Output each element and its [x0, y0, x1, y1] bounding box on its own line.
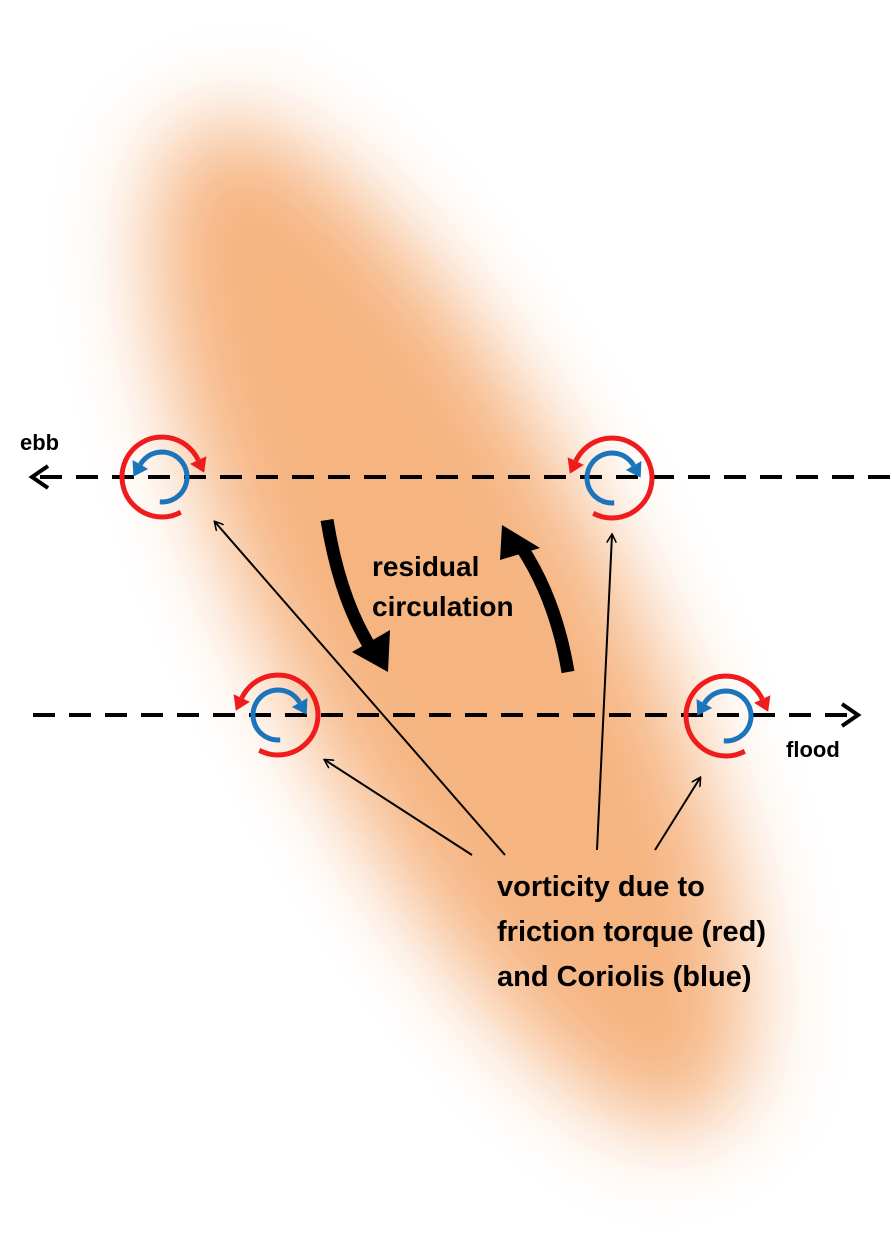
- residual-arrow-up: [516, 544, 575, 674]
- pointer-arrow-4: [654, 778, 700, 851]
- caption-line-2: friction torque (red): [497, 916, 767, 948]
- residual-arrowhead-up-icon: [500, 525, 540, 560]
- ebb-arrowhead-icon: [28, 464, 50, 490]
- residual-circulation-label: residual circulation: [372, 547, 514, 627]
- pointer-arrows: [215, 522, 700, 856]
- vorticity-markers: [119, 434, 771, 759]
- friction-vorticity-arc: [119, 434, 201, 520]
- caption-line-3: and Coriolis (blue): [497, 961, 752, 993]
- coriolis-vorticity-arc: [584, 450, 636, 506]
- residual-line-1: residual: [372, 551, 480, 582]
- caption-line-1: vorticity due to: [497, 871, 705, 903]
- coriolis-vorticity-arc: [702, 688, 754, 744]
- residual-circulation-arrows: [320, 518, 575, 674]
- coriolis-vorticity-arc-arrowhead-icon: [696, 699, 713, 716]
- friction-vorticity-arc: [573, 435, 655, 521]
- residual-arrowhead-down-icon: [352, 630, 390, 672]
- coriolis-vorticity-arc: [138, 449, 190, 505]
- flow-lines: [28, 464, 892, 728]
- coriolis-vorticity-arc: [250, 687, 302, 743]
- pointer-arrow-1: [215, 522, 506, 856]
- flood-arrowhead-icon: [840, 702, 862, 728]
- friction-vorticity-arc-arrowhead-icon: [567, 457, 584, 474]
- pointer-arrow-3: [596, 535, 612, 851]
- friction-vorticity-arc-arrowhead-icon: [190, 456, 207, 473]
- coriolis-vorticity-arc-arrowhead-icon: [132, 460, 149, 477]
- ebb-label: ebb: [20, 430, 60, 455]
- vortex-top-left: [119, 434, 207, 520]
- friction-vorticity-arc-arrowhead-icon: [233, 694, 250, 711]
- vortex-bottom-left: [233, 672, 321, 758]
- coriolis-vorticity-arc-arrowhead-icon: [625, 461, 642, 478]
- vorticity-caption: vorticity due to friction torque (red) a…: [497, 865, 766, 1000]
- coriolis-vorticity-arc-arrowhead-icon: [291, 698, 308, 715]
- channel-shape: [151, 119, 749, 1131]
- residual-line-2: circulation: [372, 591, 514, 622]
- vortex-top-right: [567, 435, 655, 521]
- pointer-arrow-2: [325, 760, 473, 856]
- friction-vorticity-arc: [683, 673, 765, 759]
- friction-vorticity-arc: [239, 672, 321, 758]
- flood-label: flood: [786, 737, 840, 762]
- residual-arrow-down: [320, 518, 378, 654]
- friction-vorticity-arc-arrowhead-icon: [754, 695, 771, 712]
- vortex-bottom-right: [683, 673, 771, 759]
